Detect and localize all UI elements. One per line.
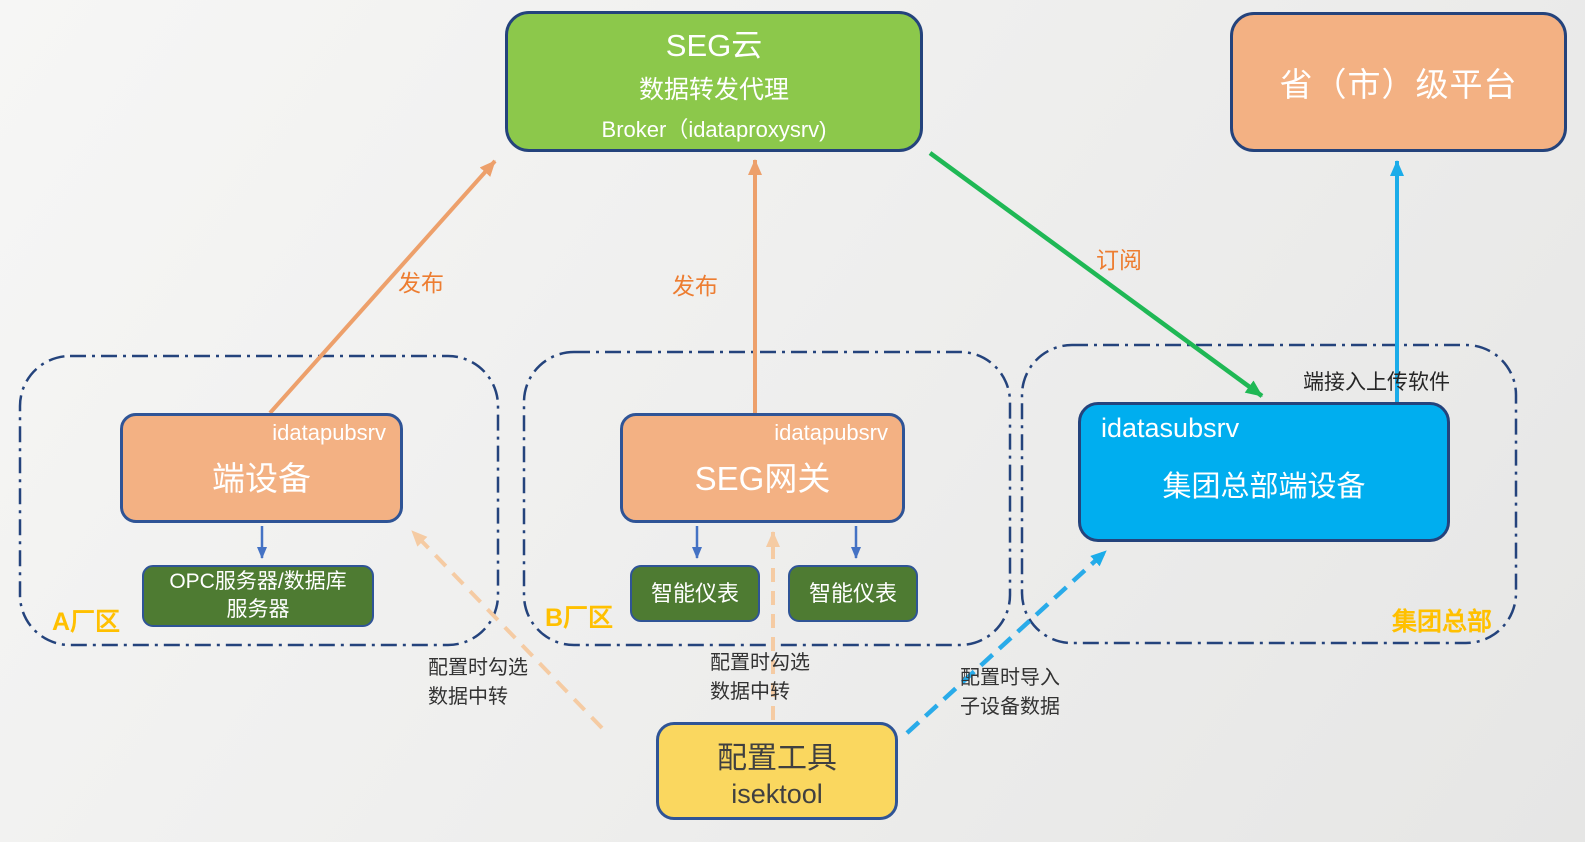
config-tool-title: 配置工具 [717, 741, 837, 775]
subscribe-label: 订阅 [1096, 247, 1142, 273]
config-import-label: 配置时导入 子设备数据 [960, 664, 1060, 722]
smart-meter-2-node: 智能仪表 [788, 565, 918, 622]
zone-hq-label: 集团总部 [1392, 608, 1493, 636]
config-import-line1: 配置时导入 [960, 667, 1060, 689]
config-relay-b-line2: 数据中转 [710, 681, 790, 703]
edge-device-tag: idatapubsrv [272, 420, 386, 445]
province-platform-label: 省（市）级平台 [1279, 66, 1518, 103]
smart-meter-1-label: 智能仪表 [650, 580, 739, 606]
hq-device-tag: idatasubsrv [1101, 413, 1240, 443]
config-relay-a-line2: 数据中转 [428, 686, 508, 708]
config-import-line2: 子设备数据 [960, 696, 1060, 718]
seg-cloud-node: SEG云 数据转发代理 Broker（idataproxysrv) [505, 11, 923, 152]
hq-upload-note: 端接入上传软件 [1303, 371, 1450, 394]
config-relay-a-line1: 配置时勾选 [428, 657, 528, 679]
hq-device-label: 集团总部端设备 [1162, 471, 1366, 503]
config-tool-subtitle: isektool [731, 778, 823, 809]
province-platform-node: 省（市）级平台 [1230, 12, 1567, 152]
edge-device-label: 端设备 [212, 460, 311, 497]
seg-cloud-broker: Broker（idataproxysrv) [601, 116, 827, 142]
config-tool-node: 配置工具 isektool [656, 722, 898, 820]
zone-b-label: B厂区 [545, 604, 614, 632]
seg-cloud-title: SEG云 [665, 27, 763, 63]
seg-gateway-node: idatapubsrv SEG网关 [620, 413, 905, 523]
publish-b-label: 发布 [672, 273, 718, 299]
seg-gateway-tag: idatapubsrv [774, 420, 888, 445]
config-relay-b-label: 配置时勾选 数据中转 [710, 649, 810, 707]
seg-cloud-subtitle: 数据转发代理 [638, 75, 789, 104]
edge-device-node: idatapubsrv 端设备 [120, 413, 403, 523]
smart-meter-1-node: 智能仪表 [630, 565, 760, 622]
hq-device-node: idatasubsrv 集团总部端设备 [1078, 402, 1450, 542]
publish-a-label: 发布 [398, 270, 444, 296]
zone-a-label: A厂区 [52, 608, 121, 636]
seg-gateway-label: SEG网关 [694, 460, 831, 497]
opc-server-line2: 服务器 [226, 598, 290, 621]
opc-server-line1: OPC服务器/数据库 [169, 569, 347, 593]
smart-meter-2-label: 智能仪表 [808, 580, 897, 606]
opc-server-node: OPC服务器/数据库 服务器 [142, 565, 374, 627]
config-relay-a-label: 配置时勾选 数据中转 [428, 654, 528, 712]
config-relay-b-line1: 配置时勾选 [710, 652, 810, 674]
publish-arrow-a [268, 159, 497, 415]
